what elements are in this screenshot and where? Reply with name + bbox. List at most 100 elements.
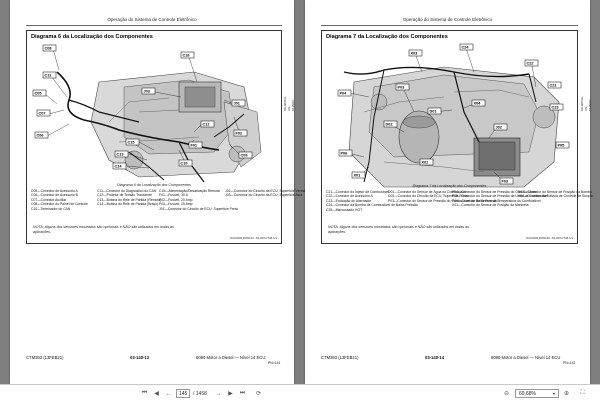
- legend-column-3: P04—Conector do Sensor de Pressão do Óle…: [452, 190, 549, 208]
- callout-j03: J03: [144, 90, 150, 94]
- zoom-value: 69,68%: [519, 390, 536, 397]
- doc-code: RG20206,000001D -54-30OCT08-1/1: [526, 236, 573, 240]
- callout-f03: F03: [502, 180, 509, 184]
- footer-manual-id: CTM393 (13FEB21): [321, 355, 359, 360]
- legend-column-2: C11—Conector do Diagnóstico do CAN C12—P…: [97, 189, 162, 207]
- callout-d02: D02: [386, 123, 393, 127]
- engine-diagram-7: [343, 47, 560, 188]
- callout-x01: X01: [354, 174, 361, 178]
- callout-p05: P05: [558, 144, 565, 148]
- callout-p06: P06: [341, 152, 348, 156]
- current-page-input[interactable]: 145: [176, 389, 190, 398]
- callout-c21: C21: [550, 84, 557, 88]
- legend-item: C08—Conector do Painel de Controle: [31, 202, 88, 207]
- document-viewport[interactable]: Operação do Sistema de Controle Eletrôni…: [0, 0, 600, 384]
- legend-item: C21—Conector do Injetor de Combustível: [326, 190, 389, 194]
- callout-c10: C10: [181, 162, 188, 166]
- legend-item: F02—Fusível, 20 Amp: [159, 197, 193, 202]
- legend-item: C14—Bobina do Relé de Partida (Braço): [97, 202, 159, 207]
- zoom-out-icon[interactable]: ⊖: [503, 391, 510, 397]
- diagram-callouts: C08 C11 C05 C07 C06 C16 J03 F02 J01 C12 …: [32, 44, 253, 170]
- document-page-left: Operação do Sistema de Controle Eletrôni…: [10, 0, 310, 384]
- legend-item: J03—Conector do Circuito da ECU, Superfí…: [225, 193, 303, 198]
- callout-c08: C08: [45, 47, 52, 51]
- header-rule: [321, 25, 578, 26]
- callout-c24: C24: [462, 46, 470, 50]
- legend-item: C13—Bobina do Relé de Partida (Remoto): [97, 197, 162, 202]
- callout-c11: C11: [45, 74, 52, 78]
- callout-c05: C05: [35, 92, 42, 96]
- page-header: Operação do Sistema de Controle Eletrôni…: [107, 17, 197, 22]
- legend-item: P05—Conector do Sensor de Pressão da Lin…: [452, 194, 549, 199]
- legend-column-4: J02—Conector do Circuito da ECU, Superfí…: [225, 189, 310, 198]
- legend-item: J01—Conector do Circuito de ECU, Superfí…: [159, 206, 238, 211]
- figure-caption: Diagrama 7 da Localização dos Componente…: [412, 184, 487, 188]
- side-code: RG19801A-UN-18JAN07: [580, 96, 592, 111]
- legend-item: C23—Excitação do Alternador: [326, 198, 372, 203]
- legend-column-1: C21—Conector do Injetor de Combustível C…: [326, 190, 418, 212]
- legend-item: C22—Conector de Acessório A: [326, 194, 373, 199]
- legend-item: C07—Conector Auxiliar: [31, 197, 67, 202]
- side-code: RG19800A-UN-18JAN07: [283, 96, 295, 111]
- legend-column-4: X03—Conector do Sensor de Posição da Bom…: [518, 190, 594, 199]
- legend-item: X01—Conector do Sensor de Posição da Man…: [452, 203, 529, 208]
- footer-page-number: 03-140-13: [130, 355, 150, 360]
- callout-d01: D01: [430, 110, 437, 114]
- figure-caption: Diagrama 6 da Localização dos Componente…: [117, 183, 191, 187]
- fit-page-icon[interactable]: ⛶: [580, 390, 585, 396]
- legend-item: C05—Conector de Acessório A: [31, 189, 78, 193]
- legend-item: X03—Conector do Sensor de Posição da Bom…: [518, 190, 592, 194]
- previous-arrow-icon[interactable]: ←: [165, 390, 172, 397]
- last-page-icon[interactable]: ⏭: [239, 390, 246, 396]
- chevron-down-icon: ▾: [552, 391, 555, 396]
- legend-column-1: C05—Conector de Acessório A C06—Conector…: [31, 189, 91, 211]
- rotate-icon[interactable]: ⟳: [255, 391, 262, 397]
- callout-c12: C12: [203, 123, 210, 127]
- diagram-frame: Diagrama 7 da Localização dos Componente…: [321, 30, 594, 244]
- legend-item: C12—Protetor de Tensão Transiente: [97, 193, 152, 198]
- legend-column-2: D01—Conector do Sensor de Água no Combus…: [388, 190, 498, 203]
- header-rule: [26, 25, 282, 26]
- callout-j01: J01: [234, 102, 240, 106]
- next-arrow-icon[interactable]: →: [215, 390, 222, 397]
- legend-item: C11—Conector do Diagnóstico do CAN: [97, 189, 157, 193]
- note-text: NOTA: Alguns dos sensores mostrados são …: [33, 225, 174, 234]
- first-page-icon[interactable]: ⏮: [141, 390, 148, 396]
- legend-item: J02—Conector do Circuito da ECU, Superfí…: [225, 189, 310, 193]
- diagram-frame: Diagrama 6 da Localização dos Componente…: [26, 30, 310, 244]
- legend-item: F01—Fusível, 30 A: [159, 193, 188, 198]
- footer-title: 6090 Motor a Diesel — Nível 14 ECU: [491, 355, 561, 360]
- footer-pn: PN=141: [268, 361, 281, 365]
- callout-c13: C13: [117, 153, 124, 157]
- previous-page-icon[interactable]: ◀: [154, 391, 159, 397]
- legend-item: C25—Marcussado HOT: [326, 207, 363, 212]
- legend-item: D01—Conector do Sensor de Água no Combus…: [388, 190, 466, 194]
- note-text: NOTA: Alguns dos sensores mostrados são …: [328, 225, 469, 234]
- callout-x04: X04: [474, 102, 482, 106]
- page-header: Operação do Sistema de Controle Eletrôni…: [402, 17, 493, 22]
- callout-p04: P04: [340, 92, 348, 96]
- footer-title: 6090 Motor a Diesel — Nível 14 ECU: [196, 355, 266, 360]
- legend-item: C10—Terminador do CAN: [31, 206, 71, 211]
- legend-item: P06—Conector do Sensor de Temperatura do…: [452, 198, 541, 203]
- diagram-title: Diagrama 6 da Localização dos Componente…: [31, 34, 153, 40]
- page-total: / 1458: [193, 390, 207, 397]
- zoom-level-input[interactable]: 69,68% ▾: [515, 389, 559, 398]
- callout-c07: C07: [39, 112, 46, 116]
- callout-c23: C23: [552, 106, 559, 110]
- callout-labels: C08 C11 C05 C07 C06 C16 J03 F02 J01 C12 …: [32, 44, 253, 170]
- callout-c14: C14: [115, 165, 123, 169]
- legend-item: C15—Alimentação/Desativação Remota: [159, 189, 220, 193]
- zoom-in-icon[interactable]: ⊕: [563, 391, 570, 397]
- legend-item: F03—Fusível, 15 Amp: [159, 202, 193, 207]
- legend-item: P03—Conector do Sensor de Pressão do Com…: [388, 198, 498, 203]
- legend-item: X04—Conector da Válvula de Controle de S…: [518, 194, 594, 199]
- legend-item: D02—Conector do Circuito da ECU, Superfí…: [388, 194, 468, 199]
- callout-f02: F02: [236, 132, 243, 136]
- next-page-icon[interactable]: ▶: [228, 391, 233, 397]
- callout-j02: J02: [496, 126, 502, 130]
- diagram-callouts: P04 X03 C24 P03 D01 D02 X04 C22 C21 C23 …: [337, 43, 570, 185]
- diagram-title: Diagrama 7 da Localização dos Componente…: [326, 34, 448, 40]
- viewer-toolbar: ⏮ ◀ ← 145 / 1458 → ▶ ⏭ ⟳ ⊖ 69,68% ▾ ⊕ ⛶: [0, 384, 600, 402]
- legend-item: C06—Conector de Acessório B: [31, 193, 78, 198]
